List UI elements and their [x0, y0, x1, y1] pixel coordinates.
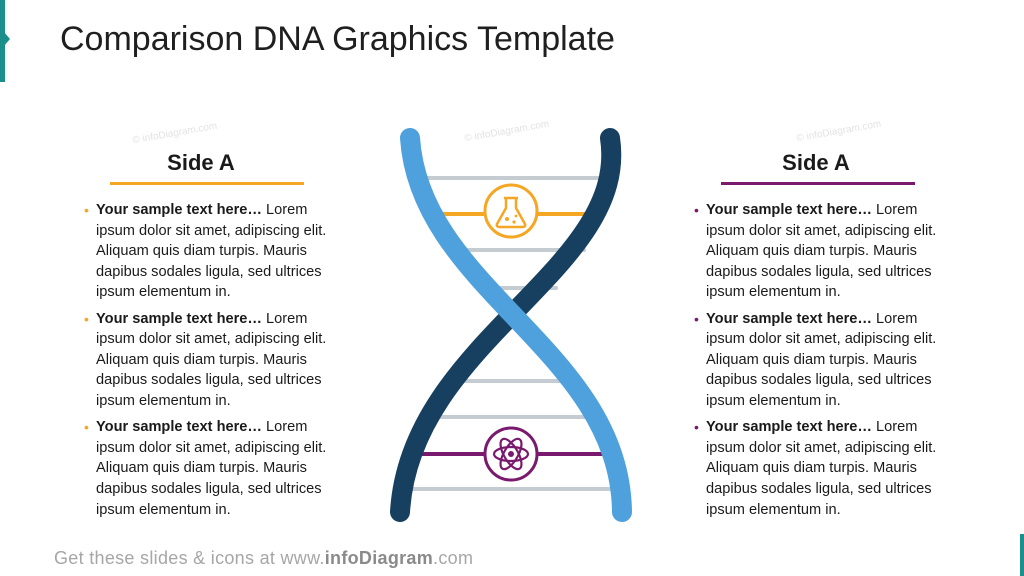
footer-credit: Get these slides & icons at www.infoDiag…	[54, 548, 473, 569]
helix-strand-light	[400, 128, 632, 522]
bullet-text: Lorem ipsum dolor sit amet, adipiscing e…	[96, 310, 327, 409]
left-heading: Side A	[167, 150, 235, 175]
footer-brand: infoDiagram	[324, 548, 434, 568]
right-panel: Side A • Your sample text here… Lorem ip…	[694, 150, 954, 518]
bullet-text: Lorem ipsum dolor sit amet, adipiscing e…	[706, 202, 937, 301]
bullet-text: Lorem ipsum dolor sit amet, adipiscing e…	[706, 419, 937, 518]
list-item: • Your sample text here… Lorem ipsum dol…	[84, 417, 334, 520]
slide-title: Comparison DNA Graphics Template	[60, 20, 615, 58]
bullet-text: Lorem ipsum dolor sit amet, adipiscing e…	[706, 310, 937, 409]
watermark: © infoDiagram.com	[131, 120, 219, 147]
dna-helix-graphic	[390, 128, 632, 522]
watermark: © infoDiagram.com	[795, 118, 883, 145]
left-heading-underline	[110, 182, 304, 185]
left-bullet-list: • Your sample text here… Lorem ipsum dol…	[84, 200, 334, 526]
right-heading: Side A	[782, 150, 850, 175]
bullet-dot: •	[694, 202, 699, 218]
left-panel: Side A • Your sample text here… Lorem ip…	[84, 150, 344, 518]
right-bullet-list: • Your sample text here… Lorem ipsum dol…	[694, 200, 944, 526]
right-heading-underline	[721, 182, 915, 185]
bullet-dot: •	[84, 310, 89, 327]
bullet-dot: •	[694, 419, 699, 436]
bullet-title: Your sample text here…	[96, 419, 262, 436]
atom-icon	[483, 426, 539, 482]
bullet-dot: •	[694, 310, 699, 327]
bullet-title: Your sample text here…	[706, 310, 872, 327]
corner-accent-bar	[1020, 534, 1024, 576]
footer-suffix: .com	[433, 548, 474, 568]
bullet-text: Lorem ipsum dolor sit amet, adipiscing e…	[96, 419, 327, 518]
bullet-dot: •	[84, 419, 89, 436]
bullet-title: Your sample text here…	[706, 419, 872, 436]
list-item: • Your sample text here… Lorem ipsum dol…	[694, 200, 944, 303]
list-item: • Your sample text here… Lorem ipsum dol…	[84, 200, 334, 303]
bullet-dot: •	[84, 202, 89, 218]
list-item: • Your sample text here… Lorem ipsum dol…	[694, 309, 944, 412]
list-item: • Your sample text here… Lorem ipsum dol…	[694, 417, 944, 520]
accent-bar	[0, 0, 5, 82]
bullet-title: Your sample text here…	[706, 202, 872, 218]
bullet-title: Your sample text here…	[96, 310, 262, 327]
flask-icon	[483, 183, 539, 239]
accent-notch	[4, 32, 10, 46]
bullet-title: Your sample text here…	[96, 202, 262, 218]
list-item: • Your sample text here… Lorem ipsum dol…	[84, 309, 334, 412]
bullet-text: Lorem ipsum dolor sit amet, adipiscing e…	[96, 202, 327, 301]
footer-prefix: Get these slides & icons at www.	[54, 548, 325, 568]
